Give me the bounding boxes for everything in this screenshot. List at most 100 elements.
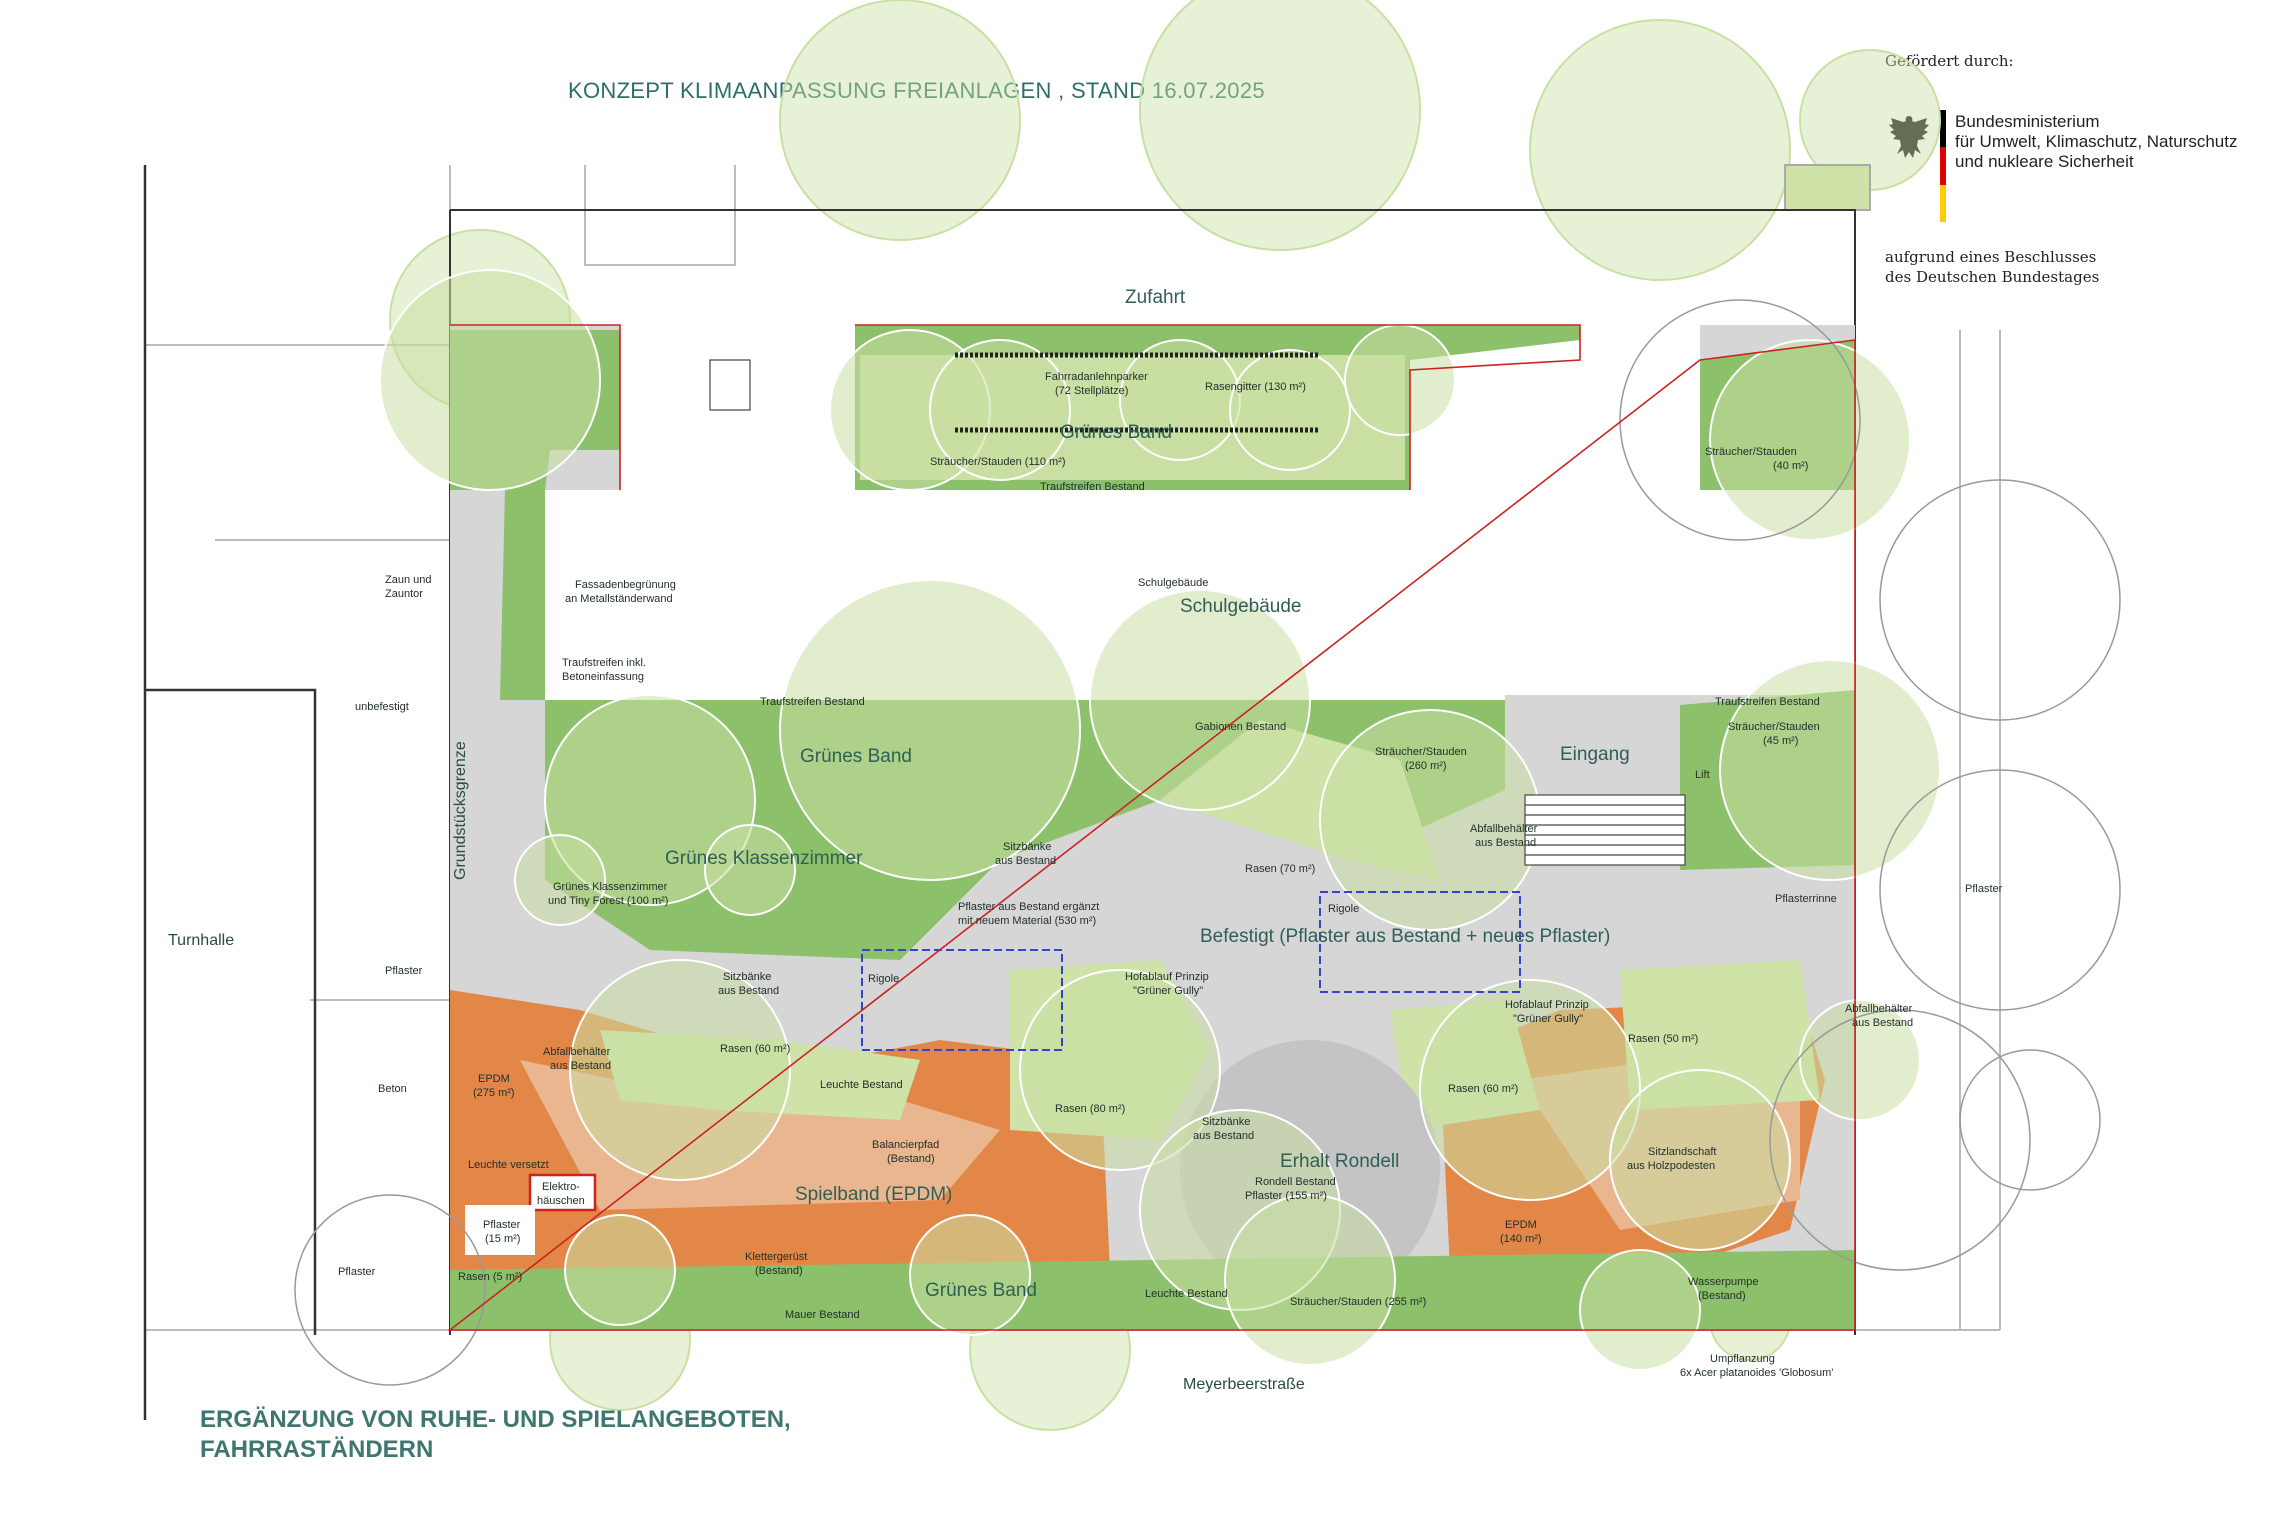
note-rasen-70: Rasen (70 m²) bbox=[1245, 863, 1315, 875]
note-beton: Beton bbox=[378, 1083, 407, 1095]
note-rasen-80: Rasen (80 m²) bbox=[1055, 1103, 1125, 1115]
label-grundstuecksgrenze: Grundstücksgrenze bbox=[452, 741, 469, 880]
label-meyerbeerstrasse: Meyerbeerstraße bbox=[1183, 1376, 1305, 1393]
plan-annotations: Fahrradanlehnparker (72 Stellplätze) Rase… bbox=[338, 371, 2003, 1379]
note-line: Sträucher/Stauden bbox=[1728, 721, 1820, 733]
note-rasen-60a: Rasen (60 m²) bbox=[720, 1043, 790, 1055]
turnhalle-outline bbox=[143, 165, 317, 1420]
note-line: (40 m²) bbox=[1773, 460, 1808, 472]
label-spielband: Spielband (EPDM) bbox=[795, 1184, 952, 1205]
note-line: (140 m²) bbox=[1500, 1233, 1542, 1245]
label-zufahrt: Zufahrt bbox=[1125, 287, 1186, 308]
label-eingang: Eingang bbox=[1560, 744, 1630, 765]
stairs bbox=[709, 359, 1686, 866]
note-line: (45 m²) bbox=[1763, 735, 1798, 747]
note-schulgebaeude-small: Schulgebäude bbox=[1138, 577, 1208, 589]
german-flag-bar bbox=[1940, 110, 1946, 222]
funding-heading: Gefördert durch: bbox=[1885, 52, 2014, 70]
note-rigole-2: Rigole bbox=[1328, 903, 1359, 915]
note-line: Pflaster bbox=[483, 1219, 521, 1231]
note-line: (Bestand) bbox=[1698, 1290, 1746, 1302]
note-line: Abfallbehälter bbox=[1470, 823, 1538, 835]
plan-title: KONZEPT KLIMAANPASSUNG FREIANLAGEN , STA… bbox=[568, 78, 1265, 103]
note-pflaster-left: Pflaster bbox=[385, 965, 423, 977]
note-hofablauf-2: Hofablauf Prinzip"Grüner Gully" bbox=[1505, 999, 1589, 1025]
note-leuchte-2: Leuchte Bestand bbox=[1145, 1288, 1228, 1300]
note-line: Fassadenbegrünung bbox=[575, 579, 676, 591]
federal-eagle-icon bbox=[1889, 116, 1929, 158]
rigole-boxes bbox=[861, 891, 1521, 1051]
note-line: Sitzlandschaft bbox=[1648, 1146, 1716, 1158]
label-gruenes-band-bottom: Grünes Band bbox=[925, 1280, 1037, 1301]
note-line: "Grüner Gully" bbox=[1133, 985, 1203, 997]
note-line: Fahrradanlehnparker bbox=[1045, 371, 1148, 383]
label-gruenes-band-mid: Grünes Band bbox=[800, 746, 912, 767]
footer-title-line: ERGÄNZUNG VON RUHE- UND SPIELANGEBOTEN, bbox=[200, 1406, 791, 1433]
note-klettergeruest: Klettergerüst(Bestand) bbox=[745, 1251, 807, 1277]
note-elektro: Elektro-häuschen bbox=[537, 1181, 585, 1207]
note-traufstreifen-top: Traufstreifen Bestand bbox=[1040, 481, 1145, 493]
note-line: Abfallbehälter bbox=[543, 1046, 611, 1058]
note-epdm-140: EPDM(140 m²) bbox=[1500, 1219, 1542, 1245]
note-fassadenbegruenung: Fassadenbegrünung an Metallständerwand bbox=[565, 579, 676, 605]
note-line: Hofablauf Prinzip bbox=[1505, 999, 1589, 1011]
note-line: aus Holzpodesten bbox=[1627, 1160, 1715, 1172]
note-line: aus Bestand bbox=[1852, 1017, 1913, 1029]
footer-title: ERGÄNZUNG VON RUHE- UND SPIELANGEBOTEN, … bbox=[200, 1405, 791, 1465]
note-wasserpumpe: Wasserpumpe(Bestand) bbox=[1688, 1276, 1759, 1302]
note-epdm-275: EPDM(275 m²) bbox=[473, 1073, 515, 1099]
left-strip-green bbox=[500, 490, 545, 700]
note-line: aus Bestand bbox=[1475, 837, 1536, 849]
note-straeucher-260: Sträucher/Stauden(260 m²) bbox=[1375, 746, 1467, 772]
note-straeucher-255: Sträucher/Stauden (255 m²) bbox=[1290, 1296, 1426, 1308]
footer-title-line: FAHRRASTÄNDERN bbox=[200, 1436, 434, 1463]
note-line: Klettergerüst bbox=[745, 1251, 807, 1263]
note-line: Hofablauf Prinzip bbox=[1125, 971, 1209, 983]
note-traufstreifen-inkl: Traufstreifen inkl.Betoneinfassung bbox=[562, 657, 646, 683]
note-rigole-1: Rigole bbox=[868, 973, 899, 985]
note-straeucher-40: Sträucher/Stauden (40 m²) bbox=[1705, 446, 1808, 472]
note-hofablauf-1: Hofablauf Prinzip "Grüner Gully" bbox=[1125, 971, 1209, 997]
note-abfallbehaelter-3: Abfallbehälter aus Bestand bbox=[1845, 1003, 1913, 1029]
note-straeucher-110: Sträucher/Stauden (110 m²) bbox=[930, 456, 1066, 468]
basis-line: aufgrund eines Beschlusses bbox=[1885, 248, 2097, 266]
note-line: EPDM bbox=[478, 1073, 510, 1085]
pflaster-15-box bbox=[465, 1205, 535, 1255]
label-gruenes-klassenzimmer: Grünes Klassenzimmer bbox=[665, 848, 863, 869]
note-line: (72 Stellplätze) bbox=[1055, 385, 1128, 397]
basis-line: des Deutschen Bundestages bbox=[1885, 268, 2100, 286]
note-pflaster-outside-left: Pflaster bbox=[338, 1266, 376, 1278]
note-line: aus Bestand bbox=[718, 985, 779, 997]
note-line: aus Bestand bbox=[995, 855, 1056, 867]
ministry-name: Bundesministerium für Umwelt, Klimaschut… bbox=[1955, 112, 2237, 172]
ministry-line: und nukleare Sicherheit bbox=[1955, 152, 2134, 171]
note-line: Balancierpfad bbox=[872, 1139, 939, 1151]
note-line: an Metallständerwand bbox=[565, 593, 673, 605]
note-line: 6x Acer platanoides 'Globosum' bbox=[1680, 1367, 1833, 1379]
note-line: Sitzbänke bbox=[1003, 841, 1051, 853]
note-leuchte-1: Leuchte Bestand bbox=[820, 1079, 903, 1091]
note-gabionen: Gabionen Bestand bbox=[1195, 721, 1286, 733]
note-line: mit neuem Material (530 m²) bbox=[958, 915, 1096, 927]
label-gruenes-band-top: Grünes Band bbox=[1060, 422, 1172, 443]
note-line: Zaun und bbox=[385, 574, 431, 586]
note-rasengitter: Rasengitter (130 m²) bbox=[1205, 381, 1306, 393]
note-line: (Bestand) bbox=[887, 1153, 935, 1165]
label-erhalt-rondell: Erhalt Rondell bbox=[1280, 1151, 1399, 1172]
note-leuchte-versetzt: Leuchte versetzt bbox=[468, 1159, 549, 1171]
bike-racks bbox=[955, 352, 1320, 433]
label-befestigt: Befestigt (Pflaster aus Bestand + neues … bbox=[1200, 926, 1610, 947]
elektro-box bbox=[528, 1173, 597, 1212]
note-line: Abfallbehälter bbox=[1845, 1003, 1913, 1015]
note-line: Sträucher/Stauden bbox=[1705, 446, 1797, 458]
note-line: Elektro- bbox=[542, 1181, 580, 1193]
note-pflaster-15: Pflaster(15 m²) bbox=[483, 1219, 521, 1245]
note-line: Pflaster (155 m²) bbox=[1245, 1190, 1327, 1202]
